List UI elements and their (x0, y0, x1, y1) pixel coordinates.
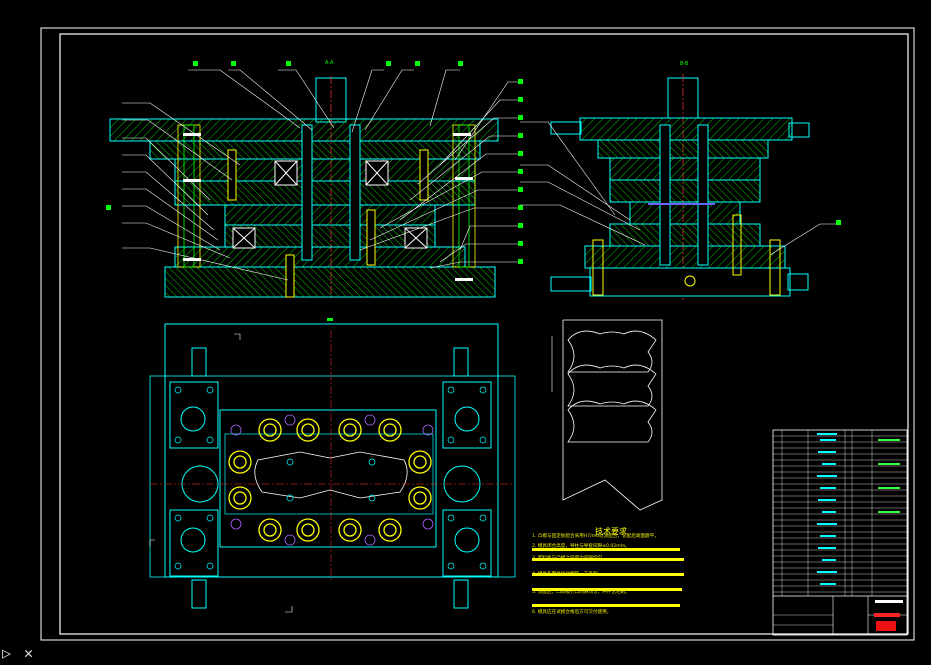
tech-requirement-line: 2. 模具闭合高度，导柱与导套间隙≤0.02mm。 (532, 544, 630, 549)
title-block-accent (874, 613, 900, 617)
tech-requirement-line: 6. 模具应在试模合格后方可交付使用。 (532, 610, 612, 615)
inner-frame (59, 33, 909, 635)
tech-requirement-bars (532, 548, 684, 607)
outer-frame (40, 27, 915, 641)
tech-requirement-line: 4. 模具各零件棱边倒钝，去毛刺。 (532, 572, 603, 577)
plan-view[interactable] (149, 318, 516, 613)
tech-requirements-title: 技术要求 (595, 527, 627, 536)
ucs-indicator: ▷ ✕ (2, 644, 33, 662)
strip-layout-view[interactable] (551, 319, 663, 511)
side-view-label: B-B (680, 61, 689, 67)
tech-requirement-line: 1. 凸模与固定板配合采用H7/m6过渡配合，装配后端面磨平。 (532, 534, 659, 539)
tech-requirement-line: 5. 装配后，凸凹模刃口间隙均匀，冲件无毛刺。 (532, 590, 630, 595)
tech-requirement-line: 3. 卸料板与凸模之间单边间隙均匀。 (532, 556, 607, 561)
ucs-triangle-icon: ▷ (2, 644, 12, 662)
title-block[interactable] (772, 429, 908, 636)
front-section-view[interactable]: A-A (106, 60, 523, 300)
side-section-view[interactable]: B-B (520, 61, 841, 300)
ucs-x-icon: ✕ (24, 644, 34, 662)
front-view-label: A-A (325, 60, 334, 66)
